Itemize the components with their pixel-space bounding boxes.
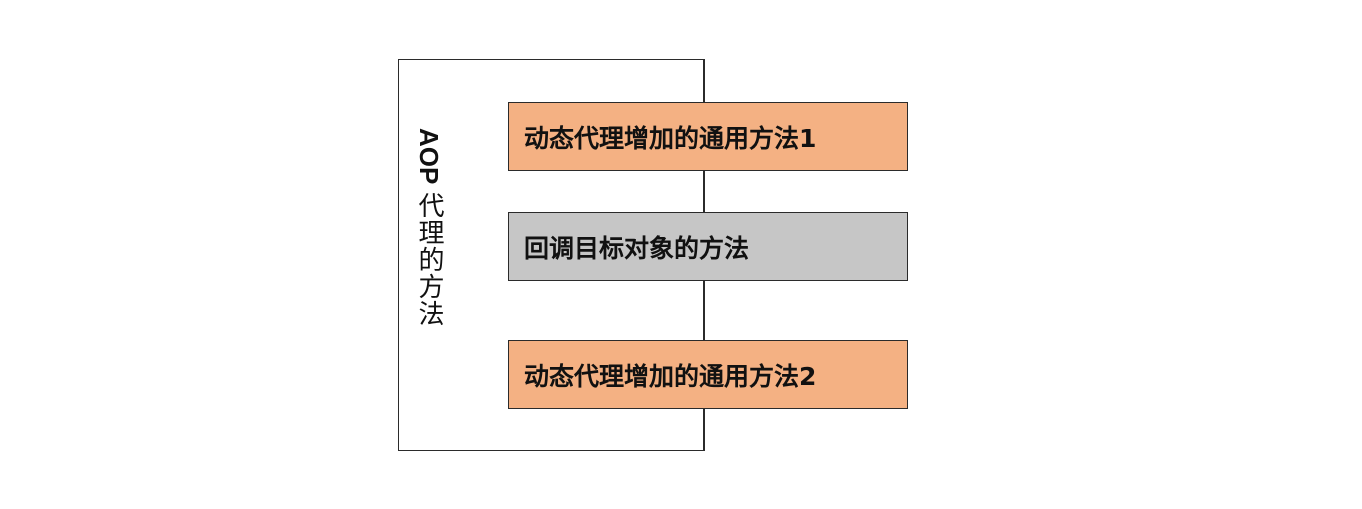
frame-right-edge-middle-1 [703, 171, 705, 212]
advice-before-box: 动态代理增加的通用方法1 [508, 102, 908, 171]
advice-before-label: 动态代理增加的通用方法1 [524, 123, 817, 153]
aop-label-latin: AOP [414, 128, 444, 185]
target-method-callback-label: 回调目标对象的方法 [524, 233, 750, 263]
aop-label-cjk: 代理的方法 [414, 192, 444, 328]
frame-right-edge-bottom [703, 408, 705, 451]
aop-proxy-method-label: AOP 代理的方法 [409, 128, 449, 358]
advice-after-label: 动态代理增加的通用方法2 [524, 361, 817, 391]
target-method-callback-box: 回调目标对象的方法 [508, 212, 908, 281]
frame-right-edge-middle-2 [703, 281, 705, 340]
frame-right-edge-top [703, 59, 705, 102]
advice-after-box: 动态代理增加的通用方法2 [508, 340, 908, 409]
